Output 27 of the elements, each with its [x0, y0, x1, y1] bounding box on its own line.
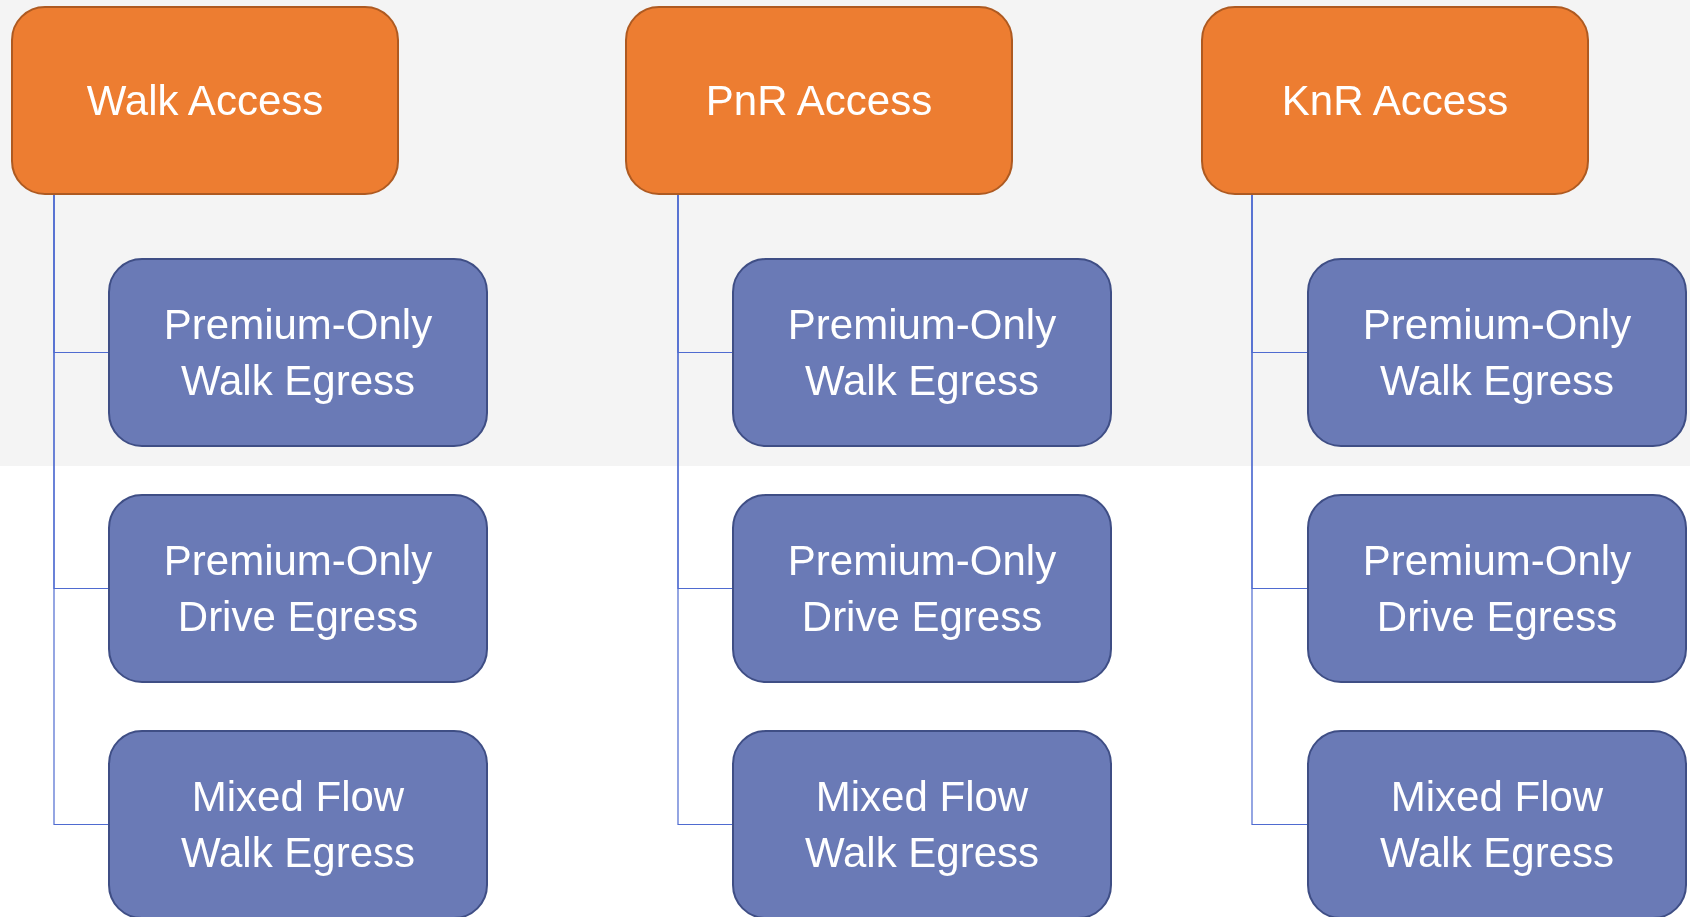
- box-label: Mixed Flow Walk Egress: [803, 772, 1041, 878]
- box-label: Premium-Only Walk Egress: [786, 300, 1058, 406]
- access-box: [625, 6, 1013, 195]
- box-label: KnR Access: [1281, 75, 1509, 126]
- box-label: Premium-Only Drive Egress: [1361, 536, 1633, 642]
- access-box: [1201, 6, 1589, 195]
- egress-box: [1307, 730, 1687, 917]
- box-label: Premium-Only Drive Egress: [162, 536, 434, 642]
- egress-box: [1307, 494, 1687, 683]
- box-label: Walk Access: [86, 75, 324, 126]
- box-label: Premium-Only Drive Egress: [786, 536, 1058, 642]
- connector-line: [677, 194, 733, 826]
- egress-box: [108, 258, 488, 447]
- egress-box: [732, 494, 1112, 683]
- box-label: Premium-Only Walk Egress: [1361, 300, 1633, 406]
- access-box: [11, 6, 399, 195]
- connector-line: [1251, 194, 1308, 826]
- egress-box: [108, 494, 488, 683]
- box-label: PnR Access: [705, 75, 933, 126]
- connector-line: [53, 194, 109, 826]
- box-label: Premium-Only Walk Egress: [162, 300, 434, 406]
- egress-box: [108, 730, 488, 917]
- egress-box: [732, 730, 1112, 917]
- box-label: Mixed Flow Walk Egress: [179, 772, 417, 878]
- egress-box: [732, 258, 1112, 447]
- egress-box: [1307, 258, 1687, 447]
- box-label: Mixed Flow Walk Egress: [1378, 772, 1616, 878]
